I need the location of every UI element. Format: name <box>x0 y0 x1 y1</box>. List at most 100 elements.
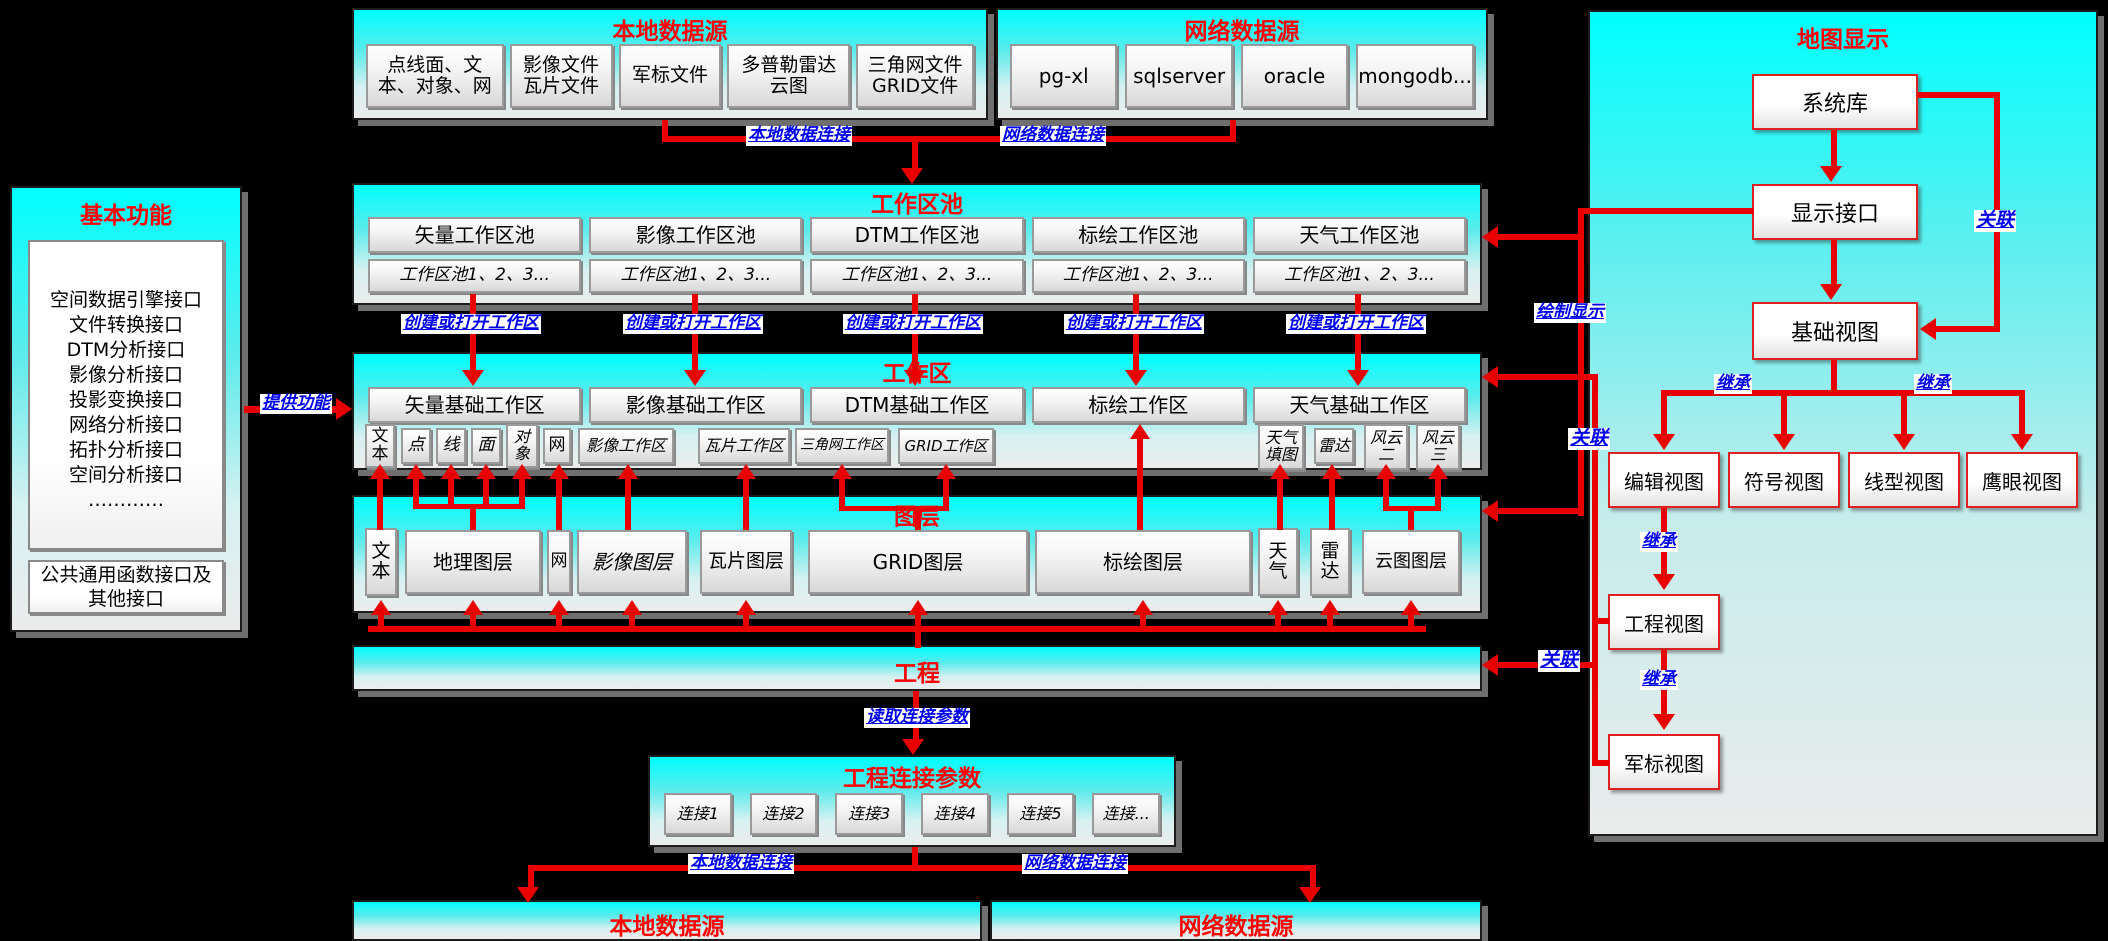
arrow-down <box>2011 434 2033 450</box>
project-title: 工程 <box>894 661 940 687</box>
connector-line <box>912 847 918 869</box>
node-military-view: 军标视图 <box>1608 734 1720 790</box>
workspace-row: 矢量基础工作区 影像基础工作区 DTM基础工作区 标绘工作区 天气基础工作区 <box>368 387 1467 423</box>
connector-line <box>1578 208 1584 516</box>
ws-sub-polygon: 面 <box>471 428 501 464</box>
arrow-down <box>1820 166 1842 182</box>
arrow-up <box>549 464 569 479</box>
arrow-left <box>1482 366 1498 388</box>
arrow-left <box>1482 500 1498 522</box>
ws-sub-fengyun3: 风云三 <box>1416 424 1460 470</box>
arrow-up <box>1401 600 1421 615</box>
connector-line <box>1408 506 1414 530</box>
arrow-up <box>441 464 461 479</box>
connector-line <box>1383 478 1389 510</box>
datasource-item: sqlserver <box>1125 44 1233 108</box>
arrow-up <box>1322 464 1342 479</box>
connector-line <box>378 614 384 628</box>
interface-item-dots: ………… <box>88 489 164 511</box>
layer-tile: 瓦片图层 <box>700 530 792 594</box>
connection-item: 连接... <box>1092 793 1161 835</box>
node-project-view: 工程视图 <box>1608 594 1720 650</box>
pool-image: 影像工作区池 <box>589 217 803 253</box>
label-inherit: 继承 <box>1640 531 1678 552</box>
connector-line <box>662 120 668 140</box>
workspace-pool-section: 工作区池 矢量工作区池 影像工作区池 DTM工作区池 标绘工作区池 天气工作区池… <box>352 183 1482 305</box>
connector-line <box>915 630 921 648</box>
layer-image: 影像图层 <box>577 530 687 594</box>
label-association: 关联 <box>1568 427 1611 450</box>
label-provide-functions: 提供功能 <box>260 393 332 414</box>
arrow-left <box>1482 226 1498 248</box>
interface-item: 文件转换接口 <box>68 314 183 336</box>
connector-line <box>519 478 525 508</box>
connector-line <box>1140 614 1146 628</box>
label-create-open-workspace: 创建或打开工作区 <box>401 313 541 334</box>
ws-sub-point: 点 <box>401 428 431 464</box>
arrow-up <box>1428 464 1448 479</box>
arrow-up <box>736 464 756 479</box>
datasource-item: oracle <box>1240 44 1349 108</box>
ws-sub-weather-map: 天气填图 <box>1258 424 1304 470</box>
arrow-down <box>1299 887 1321 903</box>
pool-dtm: DTM工作区池 <box>810 217 1024 253</box>
pool-instances: 工作区池1、2、3... <box>589 259 803 293</box>
layer-radar: 雷达 <box>1310 528 1350 596</box>
layer-weather: 天气 <box>1258 528 1298 596</box>
datasource-item: 多普勒雷达 云图 <box>727 44 851 108</box>
network-datasource-bottom: 网络数据源 <box>990 900 1482 941</box>
arrow-down <box>462 370 484 386</box>
ws-image-base: 影像基础工作区 <box>589 387 803 423</box>
pool-plot: 标绘工作区池 <box>1031 217 1245 253</box>
ws-sub-network: 网 <box>543 428 571 464</box>
interface-item: 投影变换接口 <box>68 389 183 411</box>
arrow-up <box>1376 464 1396 479</box>
arrow-right <box>336 398 352 420</box>
label-create-open-workspace: 创建或打开工作区 <box>843 313 983 334</box>
label-inherit: 继承 <box>1914 373 1952 394</box>
arrow-up <box>549 600 569 615</box>
connector-line <box>1275 614 1281 628</box>
connector-line <box>528 865 1316 871</box>
layer-plot: 标绘图层 <box>1035 530 1251 594</box>
datasource-item: 影像文件 瓦片文件 <box>509 44 613 108</box>
project-bar: 工程 <box>352 645 1482 691</box>
arrow-up <box>936 464 956 479</box>
layer-geographic: 地理图层 <box>405 530 541 594</box>
connection-item: 连接4 <box>921 793 989 835</box>
connector-line <box>368 626 1426 632</box>
arrow-down <box>1893 434 1915 450</box>
arrow-down <box>901 168 923 184</box>
connector-line <box>556 478 562 530</box>
ws-vector-base: 矢量基础工作区 <box>368 387 582 423</box>
arrow-down <box>1653 574 1675 590</box>
datasource-item: 三角网文件 GRID文件 <box>856 44 975 108</box>
pool-instances: 工作区池1、2、3... <box>1031 259 1245 293</box>
datasource-item: 军标文件 <box>618 44 722 108</box>
connector-line <box>1781 390 1787 436</box>
ws-sub-fengyun2: 风云二 <box>1364 424 1408 470</box>
pool-instances: 工作区池1、2、3... <box>1252 259 1467 293</box>
interface-item: 网络分析接口 <box>68 414 183 436</box>
arrow-left <box>1920 318 1936 340</box>
connector-line <box>377 478 383 530</box>
map-display-title: 地图显示 <box>1797 27 1889 53</box>
connector-line <box>448 478 454 508</box>
ws-sub-tile-workspace: 瓦片工作区 <box>698 428 790 464</box>
label-read-connection-params: 读取连接参数 <box>864 707 970 728</box>
project-connection-title: 工程连接参数 <box>843 766 981 792</box>
network-datasource-bottom-title: 网络数据源 <box>1178 914 1294 940</box>
connector-line <box>839 478 845 510</box>
network-datasource-title: 网络数据源 <box>1184 19 1300 45</box>
label-network-data-connection: 网络数据连接 <box>1000 125 1106 146</box>
layer-text: 文本 <box>365 528 397 596</box>
connector-line <box>413 504 525 509</box>
interface-item: DTM分析接口 <box>66 339 186 361</box>
pool-instances: 工作区池1、2、3... <box>368 259 582 293</box>
arrow-down <box>1653 714 1675 730</box>
arrow-up <box>1130 424 1150 439</box>
workspace-pool-row: 矢量工作区池 影像工作区池 DTM工作区池 标绘工作区池 天气工作区池 <box>368 217 1467 253</box>
connector-line <box>1496 374 1598 380</box>
project-connection-section: 工程连接参数 连接1 连接2 连接3 连接4 连接5 连接... <box>648 755 1176 847</box>
arrow-up <box>371 600 391 615</box>
